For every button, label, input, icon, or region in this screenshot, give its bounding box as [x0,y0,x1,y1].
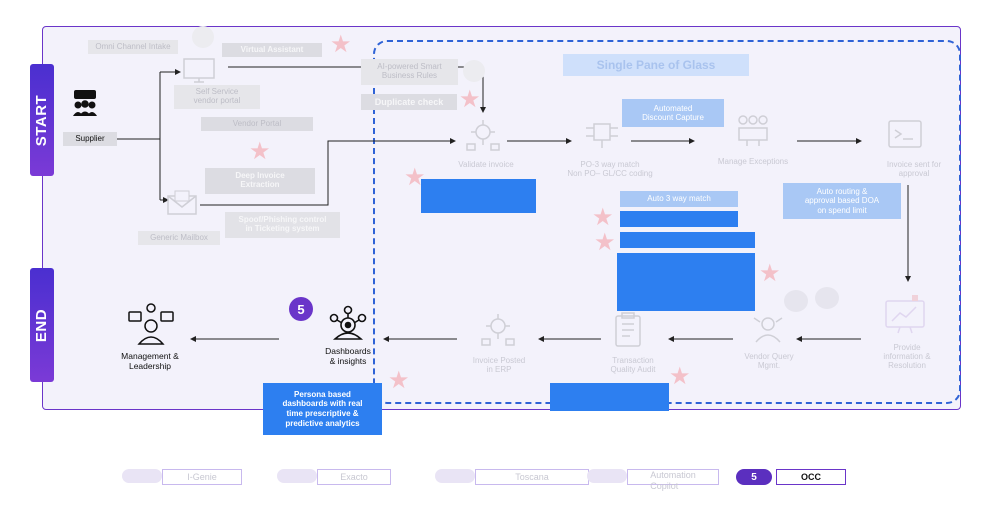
dashboards-label: Dashboards & insights [325,346,371,366]
business-rules-label: AI-powered Smart Business Rules [361,59,458,85]
end-bar: END [30,268,54,382]
invoice-posted-label: Invoice Posted in ERP [472,356,526,375]
vendor-query-icon [748,312,788,344]
provide-info-icon [882,295,928,335]
invoice-sent-icon [885,118,925,150]
vendor-query-label: Vendor Query Mgmt. [744,352,794,371]
avatar-icon [463,60,485,82]
star-icon: ★ [330,31,352,58]
automated-discount-callout: Automated Discount Capture [622,99,724,127]
transaction-audit-label: Transaction Quality Audit [610,356,656,375]
star-icon: ★ [459,86,481,113]
self-service-label: Self Service vendor portal [174,85,260,109]
callout-block [620,211,738,227]
monitor-icon [182,58,216,84]
virtual-assistant-label: Virtual Assistant [222,43,322,57]
generic-mailbox-label: Generic Mailbox [138,231,220,245]
callout-block [620,232,755,248]
validate-icon [463,118,503,152]
callout-block [550,383,669,411]
star-icon: ★ [669,363,691,390]
tab-pill [435,469,475,483]
auto-3way-callout: Auto 3 way match [620,191,738,207]
avatar-icon [815,287,839,309]
occ-number-pill: 5 [736,469,772,485]
supplier-icon [70,89,100,119]
management-icon [127,302,175,346]
validation-callout [421,179,536,213]
start-bar: START [30,64,54,176]
deep-extraction-label: Deep Invoice Extraction [205,168,315,194]
vendor-portal-label: Vendor Portal [201,117,313,131]
manage-exceptions-icon [733,112,773,148]
omni-channel-label: Omni Channel Intake [88,40,178,54]
star-icon: ★ [388,367,410,394]
dashboards-icon [327,305,369,343]
po-match-icon [582,118,622,152]
tab-automation-copilot[interactable]: Automation Copilot [627,469,719,491]
tab-pill [122,469,162,483]
single-pane-title: Single Pane of Glass [563,54,749,76]
auto-routing-callout: Auto routing & approval based DOA on spe… [783,183,901,219]
avatar-icon [784,290,808,312]
tab-pill [277,469,317,483]
invoice-posted-icon [478,312,518,348]
tab-toscana[interactable]: Toscana [475,469,589,485]
step-number-badge: 5 [289,297,313,321]
tab-occ[interactable]: OCC [776,469,846,485]
tab-exacto[interactable]: Exacto [317,469,391,485]
supplier-label: Supplier [63,132,117,146]
duplicate-check-label: Duplicate check [361,94,457,110]
star-icon: ★ [249,138,271,165]
spoof-control-label: Spoof/Phishing control in Ticketing syst… [225,212,340,238]
star-icon: ★ [404,164,426,191]
provide-info-label: Provide information & Resolution [883,343,931,371]
tab-pill [587,469,627,483]
po-match-label: PO-3 way match Non PO– GL/CC coding [567,160,653,179]
invoice-sent-label: Invoice sent for approval [886,160,942,179]
persona-dashboard-callout: Persona based dashboards with real time … [263,383,382,435]
manage-exceptions-label: Manage Exceptions [717,157,789,166]
star-icon: ★ [594,229,616,256]
avatar-icon [192,26,214,48]
star-icon: ★ [759,260,781,287]
management-label: Management & Leadership [121,351,179,371]
transaction-audit-icon [612,312,644,348]
mail-icon [166,190,198,216]
star-icon: ★ [592,204,614,231]
tab-i-genie[interactable]: I-Genie [162,469,242,485]
validate-label: Validate invoice [458,160,514,169]
callout-block [617,253,755,311]
